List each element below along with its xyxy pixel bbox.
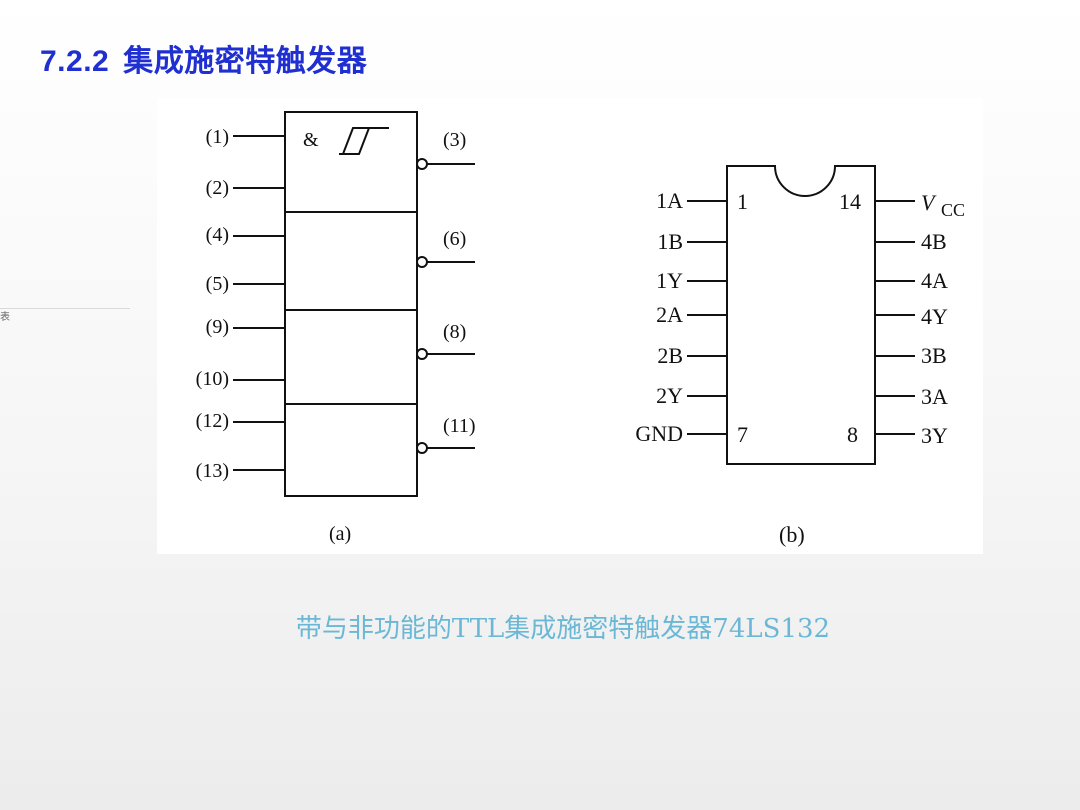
pin-number: 7: [737, 422, 748, 447]
input-label: (13): [196, 460, 229, 482]
caption-b: (b): [779, 522, 805, 547]
section-number: 7.2.2: [40, 45, 110, 78]
side-mark: 表: [0, 312, 10, 323]
input-label: (1): [206, 126, 229, 148]
package-outline: [726, 165, 876, 465]
output-label: (8): [443, 321, 466, 343]
vcc-subscript: CC: [941, 200, 965, 220]
output-label: (11): [443, 415, 476, 437]
pin-label-left: 1A: [656, 188, 683, 213]
input-label: (12): [196, 410, 229, 432]
caption-a: (a): [329, 523, 351, 545]
pin-label-left: 1B: [657, 229, 683, 254]
pin-label-right: 3Y: [921, 423, 948, 448]
input-label: (4): [206, 224, 229, 246]
pin-label-right: 4B: [921, 229, 947, 254]
pin-number: 8: [847, 422, 858, 447]
page-title: 7.2.2 集成施密特触发器: [40, 36, 367, 80]
output-label: (6): [443, 228, 466, 250]
pin-label-left: 1Y: [656, 268, 683, 293]
pin-label-left: 2Y: [656, 383, 683, 408]
symbol-outline: [284, 111, 418, 497]
input-label: (2): [206, 177, 229, 199]
and-symbol: &: [303, 129, 319, 151]
input-label: (5): [206, 273, 229, 295]
hysteresis-icon: [339, 127, 389, 155]
pin-label-right: 3B: [921, 343, 947, 368]
figure-caption: 带与非功能的TTL集成施密特触发器74LS132: [295, 614, 831, 644]
output-label: (3): [443, 129, 466, 151]
pin-number: 14: [839, 189, 861, 214]
pin-label-right: 4Y: [921, 304, 948, 329]
section-title: 集成施密特触发器: [123, 44, 368, 79]
pin-label-left: 2B: [657, 343, 683, 368]
pin-label-left: 2A: [656, 302, 683, 327]
input-label: (10): [196, 368, 229, 390]
logic-symbol: [233, 111, 475, 497]
figure-svg: & (1) (2) (4) (5) (9) (10) (12) (13) (3)…: [196, 111, 965, 547]
pin-label-right: 4A: [921, 268, 948, 293]
schmitt-trigger-figure: & (1) (2) (4) (5) (9) (10) (12) (13) (3)…: [157, 98, 983, 554]
input-label: (9): [206, 316, 229, 338]
divider: [0, 308, 130, 309]
pin-number: 1: [737, 189, 748, 214]
dip-package: [687, 165, 915, 465]
pin-label-right: 3A: [921, 384, 948, 409]
vcc-label: V: [921, 190, 937, 215]
pin-label-left: GND: [635, 421, 683, 446]
